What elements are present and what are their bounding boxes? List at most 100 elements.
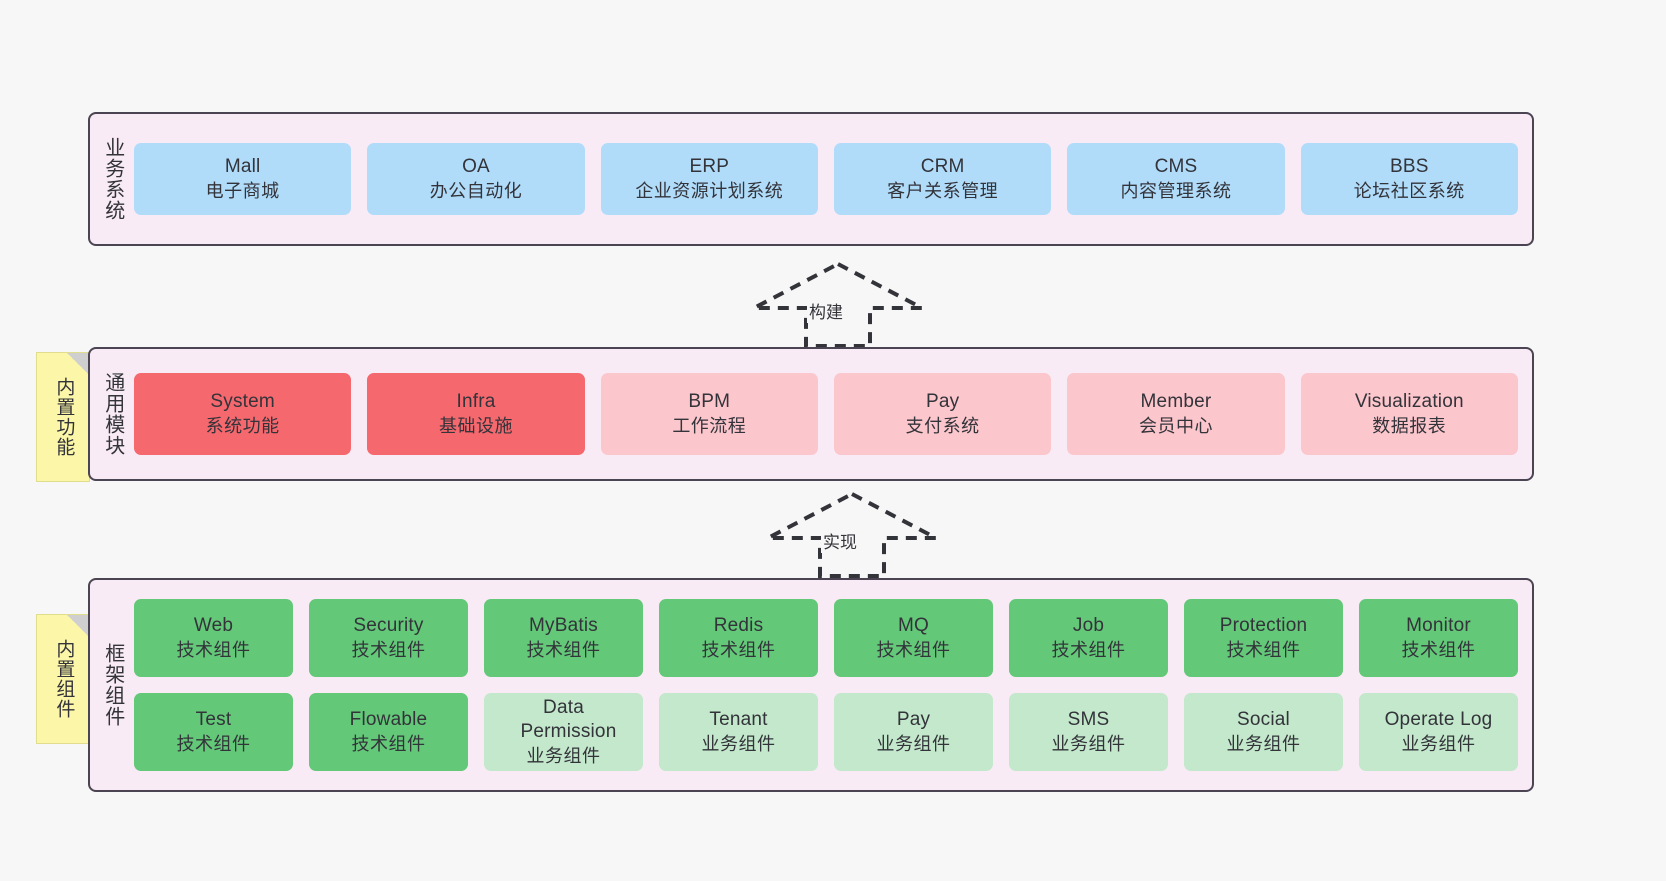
node-mq[interactable]: MQ 技术组件	[834, 599, 993, 677]
node-subtitle: 技术组件	[176, 733, 251, 754]
node-subtitle: 技术组件	[1401, 639, 1476, 660]
node-subtitle: 业务组件	[1226, 733, 1301, 754]
node-subtitle: 技术组件	[351, 639, 426, 660]
node-title: CMS	[1154, 156, 1198, 178]
node-monitor[interactable]: Monitor 技术组件	[1359, 599, 1518, 677]
node-web[interactable]: Web 技术组件	[134, 599, 293, 677]
node-social[interactable]: Social 业务组件	[1184, 693, 1343, 771]
node-visualization[interactable]: Visualization 数据报表	[1300, 373, 1518, 455]
node-system[interactable]: System 系统功能	[134, 373, 352, 455]
node-title: Social	[1237, 709, 1290, 731]
node-title: Flowable	[349, 709, 428, 731]
node-subtitle: 企业资源计划系统	[635, 180, 784, 201]
node-subtitle: 技术组件	[351, 733, 426, 754]
node-title: OA	[462, 156, 490, 178]
node-subtitle: 基础设施	[438, 415, 513, 436]
connector-label-implement: 实现	[821, 528, 859, 553]
node-subtitle: 系统功能	[205, 415, 280, 436]
node-tenant[interactable]: Tenant 业务组件	[659, 693, 818, 771]
node-subtitle: 技术组件	[1226, 639, 1301, 660]
node-mybatis[interactable]: MyBatis 技术组件	[484, 599, 643, 677]
node-subtitle: 客户关系管理	[887, 180, 999, 201]
node-sms[interactable]: SMS 业务组件	[1009, 693, 1168, 771]
node-title: MyBatis	[529, 615, 598, 637]
node-row: Mall 电子商城 OA 办公自动化 ERP 企业资源计划系统 CRM 客户关系…	[134, 143, 1518, 215]
node-row: Test 技术组件 Flowable 技术组件 Data Permission …	[134, 693, 1518, 771]
node-infra[interactable]: Infra 基础设施	[367, 373, 585, 455]
node-flowable[interactable]: Flowable 技术组件	[309, 693, 468, 771]
node-pay-component[interactable]: Pay 业务组件	[834, 693, 993, 771]
node-subtitle: 业务组件	[526, 745, 601, 766]
node-row: Web 技术组件 Security 技术组件 MyBatis 技术组件 Redi…	[134, 599, 1518, 677]
layer-body-common-modules: System 系统功能 Infra 基础设施 BPM 工作流程 Pay 支付系统…	[134, 349, 1532, 479]
node-operate-log[interactable]: Operate Log 业务组件	[1359, 693, 1518, 771]
node-subtitle: 内容管理系统	[1120, 180, 1232, 201]
layer-framework-components: 框架组件 Web 技术组件 Security 技术组件 MyBatis 技术组件…	[88, 578, 1534, 792]
node-title: Tenant	[709, 709, 768, 731]
note-label: 内置功能	[53, 377, 75, 457]
node-erp[interactable]: ERP 企业资源计划系统	[600, 143, 818, 215]
node-subtitle: 业务组件	[876, 733, 951, 754]
connector-implement: 实现	[766, 491, 938, 578]
node-bbs[interactable]: BBS 论坛社区系统	[1300, 143, 1518, 215]
node-crm[interactable]: CRM 客户关系管理	[833, 143, 1052, 215]
node-protection[interactable]: Protection 技术组件	[1184, 599, 1343, 677]
node-title: Infra	[456, 391, 496, 413]
connector-label-build: 构建	[807, 298, 845, 323]
node-subtitle: 业务组件	[1401, 733, 1476, 754]
node-title: Pay	[896, 709, 931, 731]
node-title: Mall	[224, 156, 261, 178]
node-subtitle: 技术组件	[1051, 639, 1126, 660]
node-bpm[interactable]: BPM 工作流程	[600, 373, 818, 455]
note-fold-corner-icon	[67, 615, 89, 637]
node-title: Visualization	[1354, 391, 1464, 413]
node-redis[interactable]: Redis 技术组件	[659, 599, 818, 677]
node-title: BPM	[688, 391, 731, 413]
node-oa[interactable]: OA 办公自动化	[367, 143, 585, 215]
note-fold-corner-icon	[67, 353, 89, 375]
node-pay-module[interactable]: Pay 支付系统	[833, 373, 1052, 455]
node-title: Security	[353, 615, 424, 637]
node-subtitle: 电子商城	[205, 180, 280, 201]
node-member[interactable]: Member 会员中心	[1067, 373, 1285, 455]
layer-title-common-modules: 通用模块	[101, 372, 124, 456]
note-label: 内置组件	[53, 639, 75, 719]
node-subtitle: 会员中心	[1138, 415, 1213, 436]
layer-title-framework-components: 框架组件	[101, 643, 124, 727]
node-title: BBS	[1389, 156, 1429, 178]
node-title: SMS	[1067, 709, 1110, 731]
note-builtin-feature: 内置功能	[36, 352, 90, 482]
node-data-permission[interactable]: Data Permission 业务组件	[484, 693, 643, 771]
node-subtitle: 技术组件	[176, 639, 251, 660]
node-subtitle: 技术组件	[701, 639, 776, 660]
node-subtitle: 业务组件	[1051, 733, 1126, 754]
node-title: Test	[195, 709, 232, 731]
node-title: Member	[1140, 391, 1212, 413]
layer-body-framework-components: Web 技术组件 Security 技术组件 MyBatis 技术组件 Redi…	[134, 580, 1532, 790]
node-title: CRM	[920, 156, 965, 178]
node-subtitle: 论坛社区系统	[1353, 180, 1465, 201]
node-title: MQ	[897, 615, 929, 637]
node-job[interactable]: Job 技术组件	[1009, 599, 1168, 677]
note-builtin-component: 内置组件	[36, 614, 90, 744]
layer-common-modules: 通用模块 System 系统功能 Infra 基础设施 BPM 工作流程 Pay…	[88, 347, 1534, 481]
dashed-hollow-arrow-icon	[767, 491, 937, 578]
node-title: Redis	[713, 615, 764, 637]
node-mall[interactable]: Mall 电子商城	[134, 143, 352, 215]
layer-business-systems: 业务系统 Mall 电子商城 OA 办公自动化 ERP 企业资源计划系统 CRM…	[88, 112, 1534, 246]
node-title: ERP	[689, 156, 730, 178]
node-test[interactable]: Test 技术组件	[134, 693, 293, 771]
node-row: System 系统功能 Infra 基础设施 BPM 工作流程 Pay 支付系统…	[134, 373, 1518, 455]
layer-body-business-systems: Mall 电子商城 OA 办公自动化 ERP 企业资源计划系统 CRM 客户关系…	[134, 114, 1532, 244]
node-subtitle: 工作流程	[672, 415, 747, 436]
node-title: Protection	[1219, 615, 1308, 637]
node-subtitle: 支付系统	[905, 415, 980, 436]
node-cms[interactable]: CMS 内容管理系统	[1067, 143, 1285, 215]
node-title: Monitor	[1406, 615, 1471, 637]
node-subtitle: 业务组件	[701, 733, 776, 754]
node-title: Job	[1072, 615, 1105, 637]
node-title: Pay	[925, 391, 960, 413]
dashed-hollow-arrow-icon	[753, 261, 923, 348]
node-title: Data Permission	[520, 697, 617, 743]
node-security[interactable]: Security 技术组件	[309, 599, 468, 677]
